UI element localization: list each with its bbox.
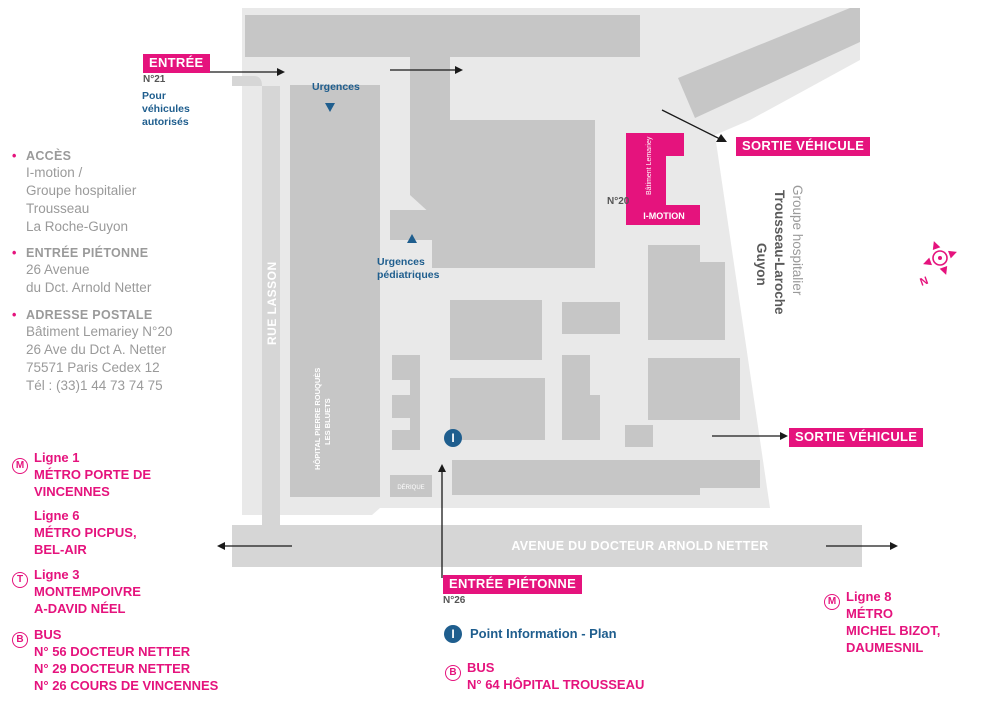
avenue-road (232, 525, 862, 567)
derique-building (390, 475, 432, 497)
lemariey-label: Bâtiment Lemariey (646, 136, 653, 195)
building-north (245, 15, 640, 57)
metro-ligne-8: Ligne 8 MÉTRO MICHEL BIZOT, DAUMESNIL (846, 589, 941, 655)
urgences-ped-marker (407, 234, 417, 243)
urgences-marker (325, 103, 335, 112)
tram-ligne-3: Ligne 3 MONTEMPOIVRE A-DAVID NÉEL (34, 567, 141, 616)
imotion-building (626, 133, 700, 225)
buildings (245, 8, 860, 497)
groupe-label-1: Groupe hospitalier (790, 185, 805, 296)
metro-ligne-6: Ligne 6 MÉTRO PICPUS, BEL-AIR (34, 508, 137, 557)
imotion-label: I-MOTION (643, 211, 685, 221)
building-northeast (678, 8, 860, 118)
info-point-marker: I (444, 429, 462, 447)
urgences-ped-label: Urgences pédiatriques (377, 256, 440, 281)
pour-vehicules-label: Pour véhicules autorisés (142, 90, 190, 128)
urgences-label: Urgences (312, 81, 360, 93)
building-bluets (290, 85, 380, 497)
sortie-vehicule-tag-1: SORTIE VÉHICULE (736, 137, 871, 156)
groupe-label-2: Trousseau-Laroche (772, 190, 787, 315)
tram-icon: T (12, 572, 28, 588)
metro-ligne-1: Ligne 1 MÉTRO PORTE DE VINCENNES (34, 450, 152, 499)
derique-label: DÉRIQUE (397, 484, 424, 491)
compass-icon: N (918, 241, 957, 289)
entree-pietonne-num: N°26 (443, 595, 466, 606)
bus-64-icon: B (445, 665, 461, 681)
info-plan-label: Point Information - Plan (470, 626, 617, 641)
arrow-sortie-1 (661, 109, 723, 141)
bus-icon: B (12, 632, 28, 648)
bus-lines: BUS N° 56 DOCTEUR NETTER N° 29 DOCTEUR N… (34, 627, 219, 693)
svg-text:N: N (918, 275, 930, 289)
entree-vehicules-num: N°21 (143, 74, 166, 85)
hopital-label-1: HÔPITAL PIERRE ROUQUÈS (313, 368, 322, 470)
info-plan-icon: I (444, 625, 462, 643)
sortie-vehicule-tag-2: SORTIE VÉHICULE (789, 428, 924, 447)
info-acces: •ACCÈS I-motion / Groupe hospitalier Tro… (12, 149, 137, 234)
rue-lasson-label: RUE LASSON (265, 261, 279, 345)
bus-64-lines: BUS N° 64 HÔPITAL TROUSSEAU (467, 660, 645, 692)
entree-vehicules-tag: ENTRÉE (143, 54, 210, 73)
metro-8-icon: M (824, 594, 840, 610)
avenue-label: AVENUE DU DOCTEUR ARNOLD NETTER (511, 539, 768, 553)
groupe-label-3: Guyon (754, 243, 769, 286)
info-entree-pietonne: •ENTRÉE PIÉTONNE 26 Avenue du Dct. Arnol… (12, 246, 152, 295)
rue-lasson-road (262, 86, 280, 525)
num-20-label: N°20 (607, 196, 630, 207)
entree-pietonne-tag: ENTRÉE PIÉTONNE (443, 575, 583, 594)
metro-icon: M (12, 458, 28, 474)
hopital-label-2: LES BLUETS (323, 398, 332, 445)
info-adresse-postale: •ADRESSE POSTALE Bâtiment Lemariey N°20 … (12, 308, 173, 393)
